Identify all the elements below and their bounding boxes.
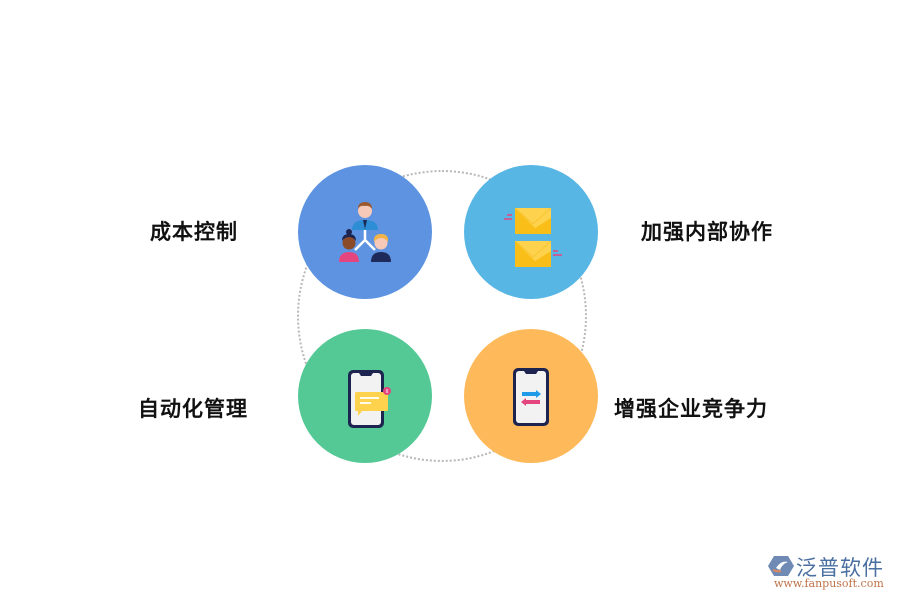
dotted-cycle-ring bbox=[297, 170, 587, 462]
phone-notification-icon bbox=[348, 370, 391, 428]
team-hierarchy-icon bbox=[339, 202, 391, 262]
label-competitiveness: 增强企业竞争力 bbox=[614, 397, 768, 421]
node-automation bbox=[298, 329, 432, 463]
label-cost-control: 成本控制 bbox=[150, 220, 238, 244]
node-cost-control bbox=[298, 165, 432, 299]
label-automation: 自动化管理 bbox=[138, 397, 248, 421]
node-competitiveness bbox=[464, 329, 598, 463]
mail-exchange-icon bbox=[504, 207, 562, 267]
label-internal-collaboration: 加强内部协作 bbox=[641, 220, 773, 244]
phone-transfer-icon bbox=[513, 368, 549, 426]
brand-url: www.fanpusoft.com bbox=[774, 577, 884, 590]
fanpu-watermark: 泛普软件 www.fanpusoft.com bbox=[768, 552, 896, 596]
brand-name: 泛普软件 bbox=[796, 556, 884, 580]
node-internal-collaboration bbox=[464, 165, 598, 299]
fanpu-logo-icon bbox=[768, 556, 794, 576]
